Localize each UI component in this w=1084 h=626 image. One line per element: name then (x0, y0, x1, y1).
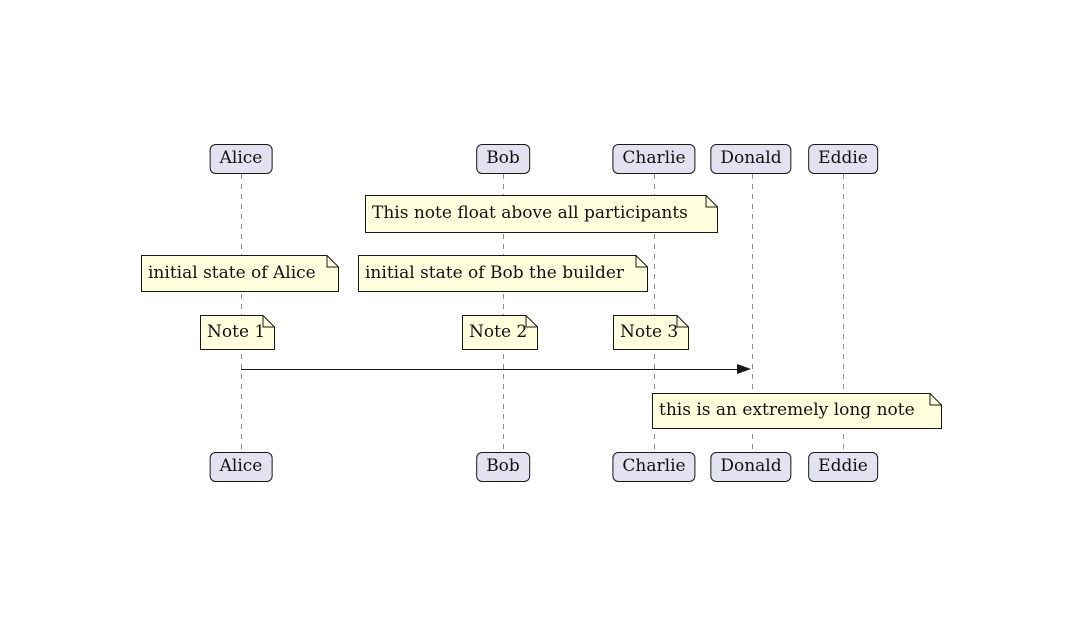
lifeline-eddie (842, 174, 844, 452)
message-arrow (241, 369, 738, 370)
participant-bottom-alice: Alice (209, 452, 273, 482)
participant-top-charlie: Charlie (612, 144, 696, 174)
note-bob-state: initial state of Bob the builder (358, 255, 648, 292)
lifeline-alice (240, 174, 242, 452)
note-text: This note float above all participants (372, 203, 688, 223)
participant-bottom-eddie: Eddie (808, 452, 878, 482)
participant-top-donald: Donald (710, 144, 792, 174)
lifeline-bob (502, 174, 504, 452)
participant-bottom-charlie: Charlie (612, 452, 696, 482)
note-alice-state: initial state of Alice (141, 255, 339, 292)
note-text: Note 1 (207, 321, 266, 342)
note-long: this is an extremely long note (652, 393, 942, 429)
lifeline-donald (751, 174, 753, 452)
note-text: Note 3 (620, 321, 679, 342)
note-floating: This note float above all participants (365, 195, 718, 233)
note-2: Note 2 (462, 315, 538, 350)
participant-top-bob: Bob (476, 144, 530, 174)
note-text: Note 2 (469, 321, 528, 342)
participant-bottom-donald: Donald (710, 452, 792, 482)
note-text: this is an extremely long note (659, 400, 915, 420)
note-1: Note 1 (200, 315, 275, 350)
participant-top-eddie: Eddie (808, 144, 878, 174)
arrowhead-icon (737, 364, 751, 374)
note-3: Note 3 (613, 315, 689, 350)
lifeline-charlie (654, 174, 655, 452)
participant-bottom-bob: Bob (476, 452, 530, 482)
participant-top-alice: Alice (209, 144, 273, 174)
note-text: initial state of Bob the builder (365, 262, 625, 283)
note-text: initial state of Alice (148, 262, 316, 283)
